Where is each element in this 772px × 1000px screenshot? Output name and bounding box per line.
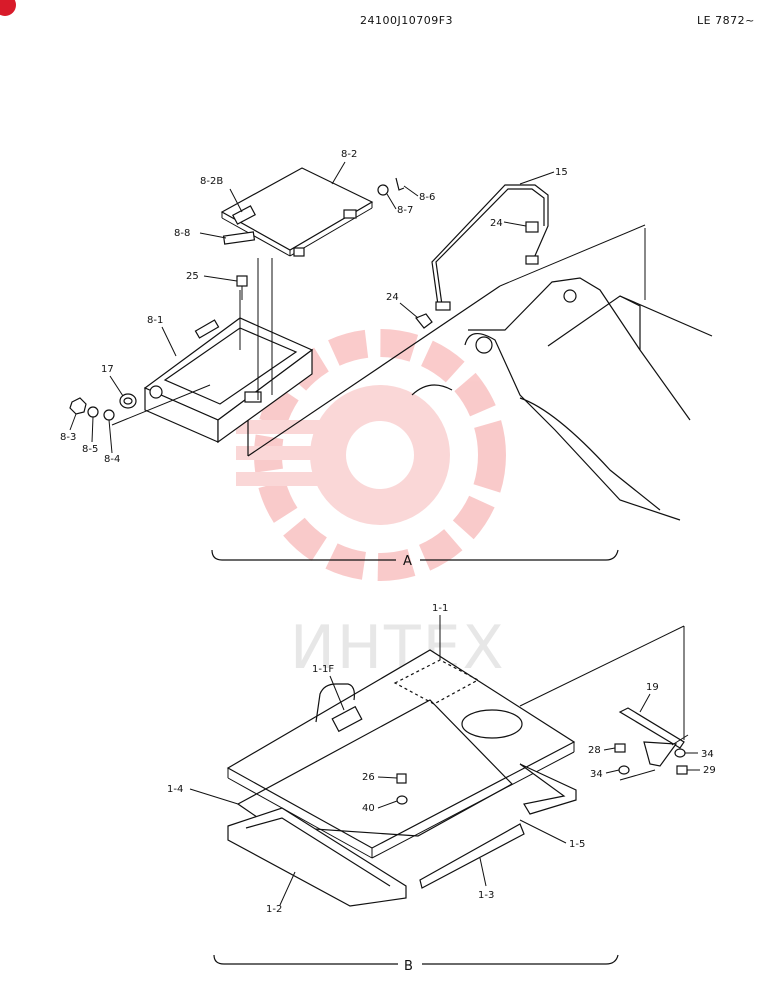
- part-24-bolt-top-icon: [525, 221, 539, 233]
- part-1-2-frame: [227, 807, 407, 907]
- label-17: 17: [101, 364, 114, 375]
- machine-frame: [247, 224, 713, 521]
- label-19: 19: [646, 682, 659, 693]
- label-40: 40: [362, 803, 375, 814]
- label-1-1f: 1-1F: [312, 664, 334, 675]
- label-26: 26: [362, 772, 375, 783]
- label-1-2: 1-2: [266, 904, 282, 915]
- label-1-4: 1-4: [167, 784, 183, 795]
- label-8-4: 8-4: [104, 454, 120, 465]
- part-17-grommet-icon: [119, 393, 137, 409]
- assembly-lines: [111, 258, 273, 426]
- label-8-6: 8-6: [419, 192, 435, 203]
- section-b-label: B: [404, 959, 413, 974]
- label-8-8: 8-8: [174, 228, 190, 239]
- label-8-3: 8-3: [60, 432, 76, 443]
- part-8-2-cover: [220, 167, 374, 257]
- part-26-bolt-icon: [396, 773, 407, 784]
- label-34-right: 34: [701, 749, 714, 760]
- section-a-label: A: [403, 554, 412, 569]
- label-24-bottom: 24: [386, 292, 399, 303]
- label-25: 25: [186, 271, 199, 282]
- section-b-bracket: [213, 954, 619, 965]
- label-1-5: 1-5: [569, 839, 585, 850]
- leader-lines-b: [189, 615, 700, 906]
- part-40-washer-icon: [396, 795, 408, 805]
- drawing-code: 24100J10709F3: [360, 14, 454, 27]
- part-1-3-strip: [419, 823, 525, 889]
- label-15: 15: [555, 167, 568, 178]
- nut-washer-set-icon: [69, 397, 115, 421]
- part-24-bolt-bottom-icon: [415, 313, 433, 329]
- corner-logo-icon: [0, 0, 16, 16]
- serial-range: LE 7872~: [697, 14, 755, 27]
- part-28-bolt-icon: [614, 743, 626, 753]
- assembly-lines-b: [519, 625, 685, 740]
- label-1-1: 1-1: [432, 603, 448, 614]
- label-34-left: 34: [590, 769, 603, 780]
- part-1-5-strip: [519, 763, 577, 815]
- label-1-3: 1-3: [478, 890, 494, 901]
- label-8-7: 8-7: [397, 205, 413, 216]
- label-24-top: 24: [490, 218, 503, 229]
- watermark-gear-icon: [236, 329, 506, 581]
- label-28: 28: [588, 745, 601, 756]
- label-8-2: 8-2: [341, 149, 357, 160]
- part-15-handrail: [431, 184, 549, 311]
- part-8-6-clip-icon: [395, 177, 405, 191]
- part-19-stay-arm: [618, 707, 689, 781]
- label-8-1: 8-1: [147, 315, 163, 326]
- part-29-knob-icon: [676, 765, 688, 775]
- part-8-7-nut-icon: [377, 184, 389, 196]
- label-29: 29: [703, 765, 716, 776]
- part-25-bolt-icon: [236, 275, 248, 300]
- label-8-5: 8-5: [82, 444, 98, 455]
- leader-lines-a: [69, 161, 555, 454]
- section-a-bracket: [211, 549, 619, 561]
- label-8-2b: 8-2B: [200, 176, 223, 187]
